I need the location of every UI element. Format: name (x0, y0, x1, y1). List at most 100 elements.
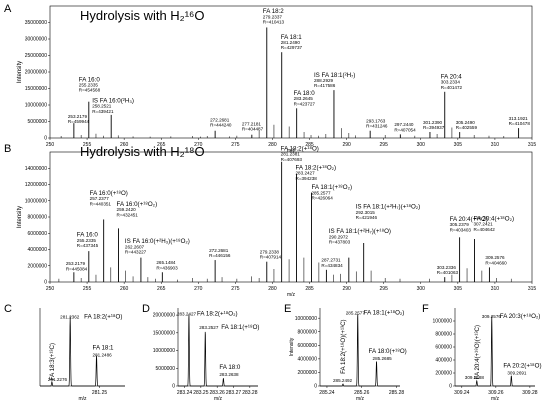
x-tick-label: 285.26 (354, 390, 370, 396)
label-line: R=429737 (281, 45, 303, 50)
x-tick-label: 283.27 (226, 390, 242, 396)
y-tick-label: 800000 (435, 332, 452, 338)
label-line: R=440351 (90, 201, 112, 206)
label-line: 259.2420 (117, 207, 137, 212)
profile-curve (320, 313, 400, 387)
y-axis-label: Intensity (17, 206, 23, 228)
peak-label: 285.2577 (346, 311, 366, 316)
x-tick-label: 300 (417, 286, 426, 292)
label-line: R=423727 (294, 101, 316, 106)
x-axis-label: m/z (356, 396, 365, 402)
label-line: 253.2179 (66, 261, 86, 266)
x-tick-label: 260 (120, 142, 129, 148)
label-line: R=402559 (456, 125, 478, 130)
x-tick-label: 310 (491, 142, 500, 148)
label-line: R=459944 (68, 119, 90, 124)
x-tick-label: 250 (46, 142, 55, 148)
label-line: 285.2577 (311, 190, 331, 195)
label-line: R=434834 (321, 263, 343, 268)
y-tick-label: 5000000 (28, 119, 48, 125)
plot-frame (49, 5, 533, 139)
label-line: 279.2337 (263, 14, 283, 19)
x-tick-label: 285 (305, 286, 314, 292)
x-axis-label: m/z (287, 148, 296, 154)
peak-label: 309.2691 (507, 371, 527, 376)
peak-label: 283.2527 (199, 325, 219, 330)
label-line: 272.2681 (210, 118, 230, 123)
y-tick-label: 25000000 (25, 53, 47, 59)
label-line: R=437803 (329, 240, 351, 245)
peak-label: 283.2638 (219, 372, 239, 377)
label-line: R=404642 (473, 227, 495, 232)
label-line: R=421946 (356, 215, 378, 220)
x-tick-label: 290 (342, 142, 351, 148)
label-line: IS FA 16:0(+²H₃)(+¹⁸O₂) (125, 238, 190, 245)
side-label: FA 18:2(+¹⁸O)(+¹³C) (340, 319, 347, 374)
peak-label: FA 18:1(+¹⁸O) (221, 324, 259, 331)
label-line: FA 18:0 (294, 90, 316, 97)
label-line: 292.3015 (356, 210, 376, 215)
side-label: FA 20:4(+¹⁸O)(+¹³C) (474, 325, 481, 380)
x-tick-label: 310 (491, 286, 500, 292)
label-line: FA 18:2(+¹⁸O) (281, 145, 319, 152)
y-tick-label: 20000000 (25, 70, 47, 76)
x-tick-label: 300 (417, 142, 426, 148)
peak-label: 283.2427 (177, 311, 197, 316)
profile-curve (178, 314, 258, 387)
label-line: FA 16:0 (77, 232, 99, 239)
x-tick-label: 265 (157, 142, 166, 148)
panel-letter-d: D (142, 303, 150, 315)
y-tick-label: 0 (172, 384, 175, 390)
label-line: R=432451 (117, 212, 139, 217)
peak-label: 285.2492 (333, 378, 353, 383)
peak-label: 285.2685 (373, 356, 393, 361)
x-tick-label: 280 (268, 286, 277, 292)
x-tick-label: 290 (342, 286, 351, 292)
label-line: 283.2427 (296, 171, 316, 176)
label-line: R=439421 (92, 109, 114, 114)
peak-label: 309.2488 (465, 375, 485, 380)
peak-label: FA 20:3(+¹⁸O₂) (500, 313, 541, 320)
label-line: R=444240 (210, 123, 232, 128)
profile-curve (455, 316, 535, 387)
y-tick-label: 8000000 (28, 215, 48, 221)
y-tick-label: 0 (44, 136, 47, 142)
peak-label: 281.2486 (93, 352, 113, 357)
x-tick-label: 285.28 (389, 390, 405, 396)
y-tick-label: 2000000 (298, 370, 318, 376)
label-line: R=410413 (263, 19, 285, 24)
label-line: 305.2379 (450, 222, 470, 227)
y-tick-label: 6000000 (28, 231, 48, 237)
panel-letter-c: C (4, 303, 12, 315)
label-line: 255.2335 (77, 238, 97, 243)
label-line: 290.2972 (329, 234, 349, 239)
x-tick-label: 283.25 (193, 390, 209, 396)
y-tick-label: 15000000 (153, 330, 175, 336)
y-tick-label: 10000000 (153, 348, 175, 354)
label-line: IS FA 18:1(+²H₇)(+¹⁸O) (329, 228, 391, 235)
x-tick-label: 309.28 (522, 390, 538, 396)
x-tick-label: 283.24 (177, 390, 193, 396)
panel-b-title: Hydrolysis with H₂¹⁸O (80, 144, 205, 159)
y-tick-label: 10000000 (25, 198, 47, 204)
x-tick-label: 275 (231, 142, 240, 148)
panel-letter-a: A (4, 3, 12, 15)
peak-label: FA 20:2(+¹⁸O) (503, 363, 541, 370)
x-tick-label: 260 (120, 286, 129, 292)
label-line: R=401063 (437, 270, 459, 275)
